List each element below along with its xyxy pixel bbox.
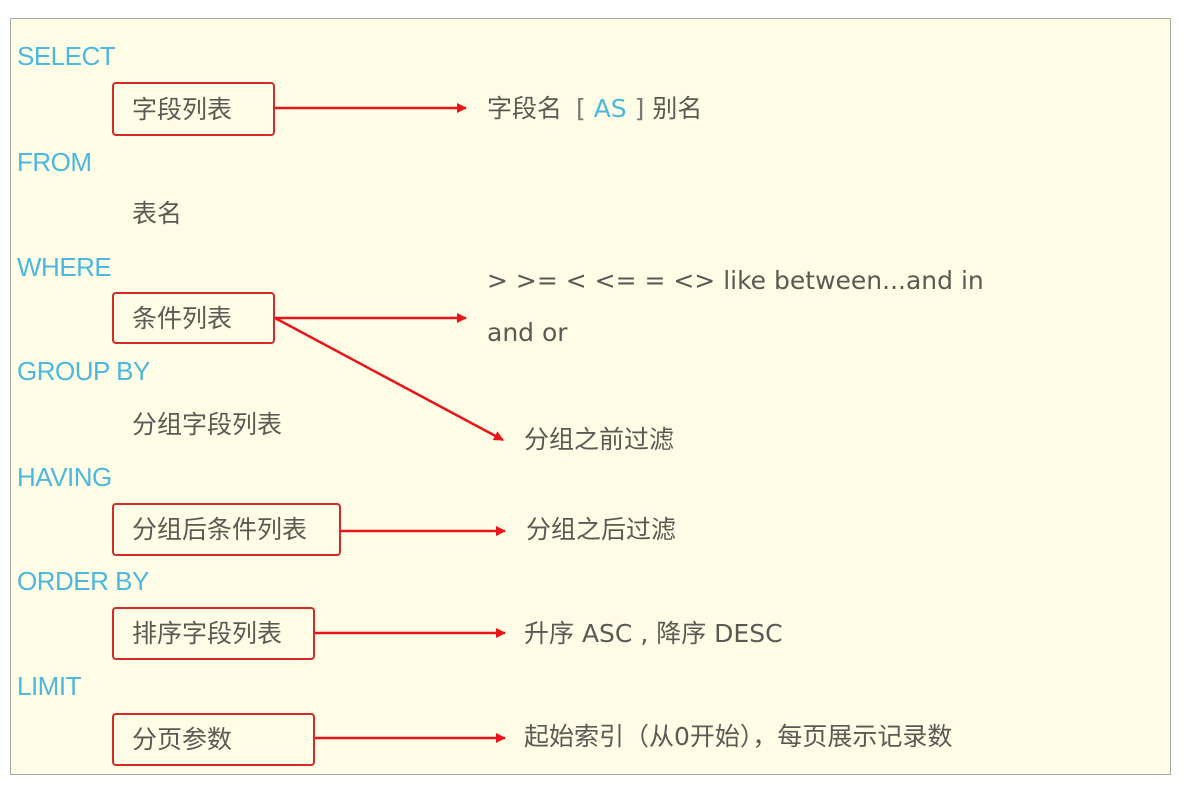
note-filter-before-group: 分组之前过滤 [524,425,675,454]
box-having-condition-list: 分组后条件列表 [112,503,341,556]
keyword-select: SELECT [17,41,116,71]
keyword-order-by: ORDER BY [17,566,149,596]
keyword-where: WHERE [17,252,112,282]
group-field-list-label: 分组字段列表 [132,410,283,439]
keyword-as: AS [593,94,627,123]
note-paging: 起始索引（从0开始），每页展示记录数 [524,722,953,751]
note-sort-order: 升序 ASC , 降序 DESC [524,619,783,648]
note-filter-after-group: 分组之后过滤 [526,515,677,544]
condition-list-label: 条件列表 [132,303,233,333]
note-field-name: 字段名 [487,94,563,123]
table-name-label: 表名 [132,199,183,228]
note-operators-line2: and or [487,318,568,347]
bracket-close: ] [634,94,645,123]
keyword-group-by: GROUP BY [17,356,150,386]
keyword-from: FROM [17,147,92,177]
box-field-list: 字段列表 [112,82,275,136]
having-condition-list-label: 分组后条件列表 [132,515,308,544]
field-list-label: 字段列表 [132,94,233,124]
diagram-panel [10,18,1171,775]
box-paging-params: 分页参数 [112,713,315,766]
keyword-having: HAVING [17,462,112,492]
box-sort-field-list: 排序字段列表 [112,607,315,660]
box-condition-list: 条件列表 [112,292,275,344]
bracket-open: [ [575,94,586,123]
note-alias: 别名 [652,94,703,123]
note-operators-line1: > >= < <= = <> like between...and in [487,266,984,295]
sort-field-list-label: 排序字段列表 [132,619,283,648]
note-field-alias: 字段名 [ AS ] 别名 [487,96,702,121]
paging-params-label: 分页参数 [132,725,233,754]
keyword-limit: LIMIT [17,671,81,701]
